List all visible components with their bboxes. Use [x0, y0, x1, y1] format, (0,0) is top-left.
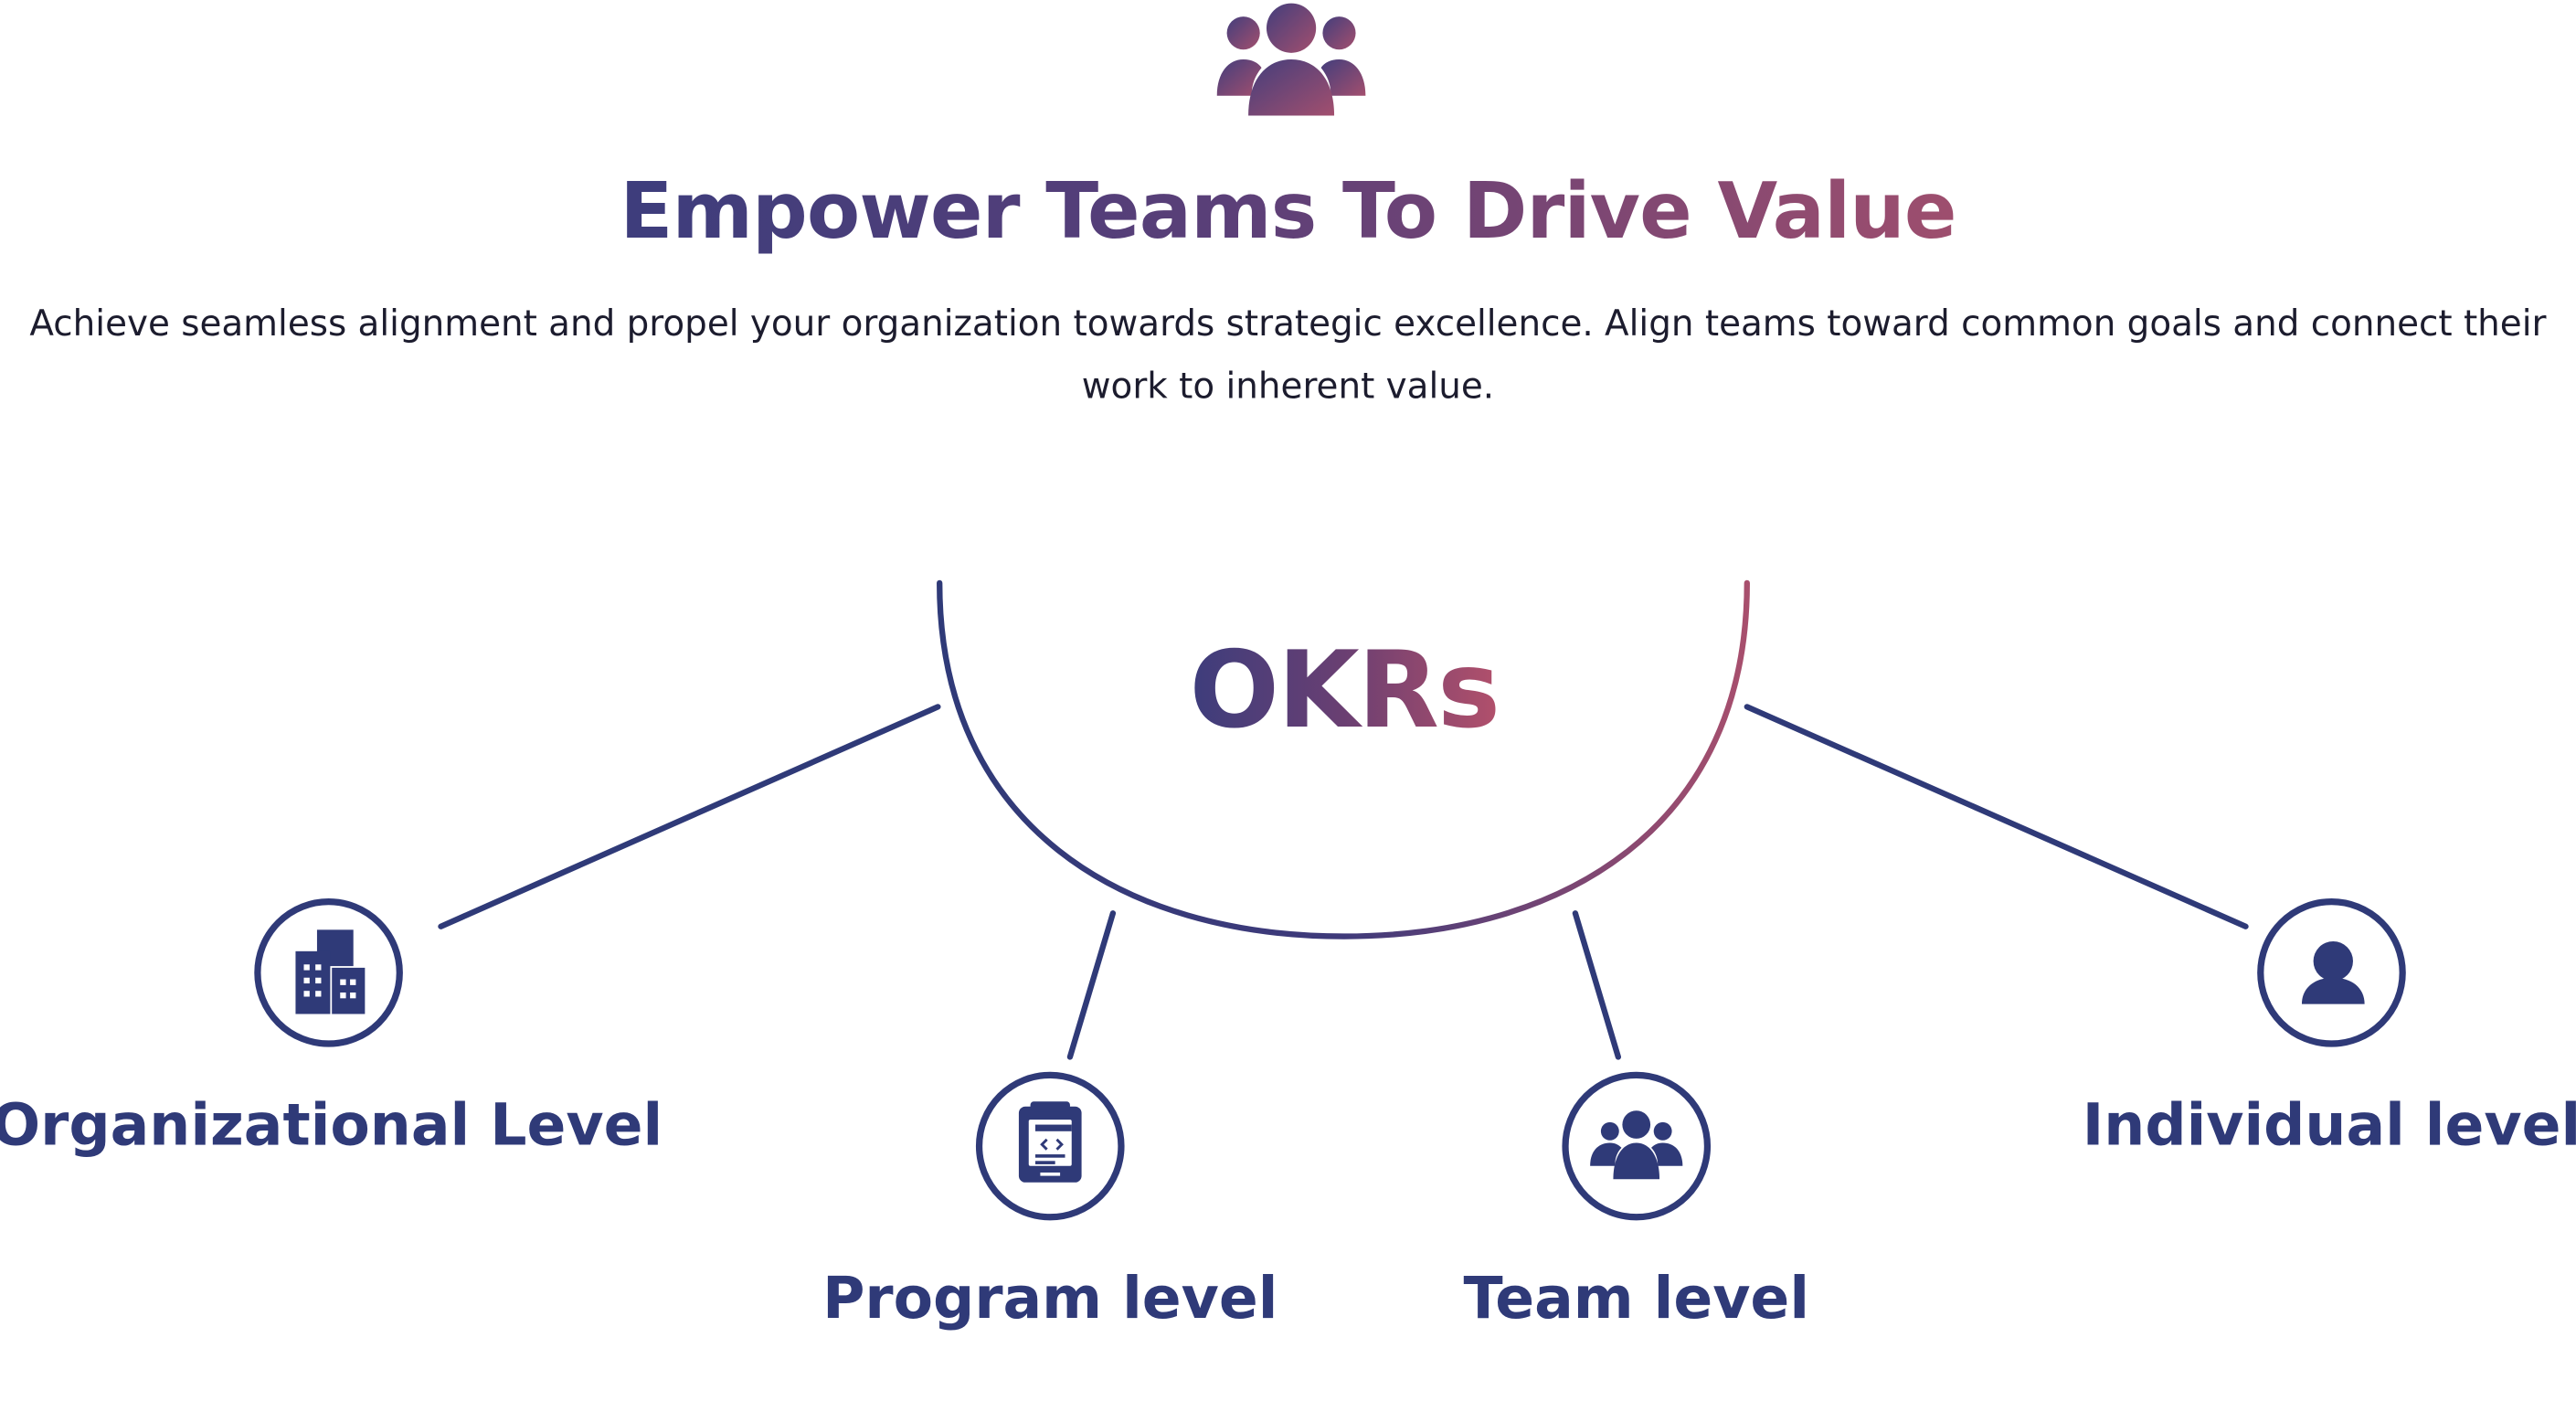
page-title: Empower Teams To Drive Value	[620, 166, 1956, 258]
level-organizational: Organizational Level	[0, 898, 663, 1158]
page-subtitle: Achieve seamless alignment and propel yo…	[29, 303, 2547, 409]
okrs-label: OKRs	[1190, 630, 1500, 752]
level-program: Program level	[822, 1071, 1277, 1332]
clipboard-code-icon	[1018, 1101, 1082, 1183]
level-label-organizational: Organizational Level	[0, 1090, 663, 1158]
level-team: Team level	[1463, 1071, 1809, 1332]
connector-program	[1066, 910, 1117, 1060]
connector-individual	[1744, 704, 2249, 929]
level-label-team: Team level	[1463, 1264, 1809, 1332]
level-individual: Individual level	[2083, 898, 2576, 1158]
level-label-individual: Individual level	[2083, 1090, 2576, 1158]
person-icon	[2301, 940, 2365, 1004]
connector-organizational	[438, 704, 941, 929]
level-label-program: Program level	[822, 1264, 1277, 1332]
team-group-icon	[1216, 3, 1366, 116]
connector-team	[1572, 910, 1622, 1060]
building-icon	[295, 929, 366, 1014]
team-icon	[1590, 1110, 1683, 1180]
okr-arc	[937, 579, 1750, 940]
